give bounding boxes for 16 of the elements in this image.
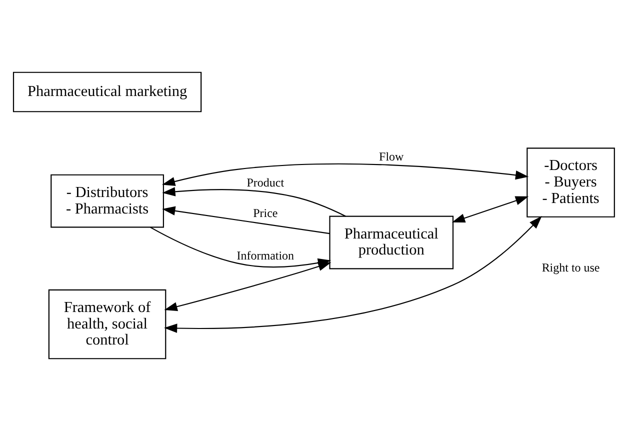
arrow — [162, 186, 346, 216]
edge-label: Product — [246, 175, 284, 190]
arrow — [150, 226, 331, 268]
edge-label: Price — [252, 206, 278, 220]
node-box: - Distributors - Pharmacists — [50, 174, 164, 228]
arrow — [162, 206, 330, 234]
edge-label: Information — [236, 248, 294, 262]
edge-label: Flow — [378, 148, 404, 163]
node-box: Pharmaceutical production — [328, 215, 454, 269]
node-box: -Doctors - Buyers - Patients — [526, 147, 614, 217]
node-box: Framework of health, social control — [48, 288, 166, 359]
node-box: Pharmaceutical marketing — [12, 71, 202, 112]
label: Right to use — [541, 260, 600, 274]
arrow — [451, 196, 528, 222]
arrow — [161, 162, 528, 186]
arrow — [164, 215, 542, 332]
